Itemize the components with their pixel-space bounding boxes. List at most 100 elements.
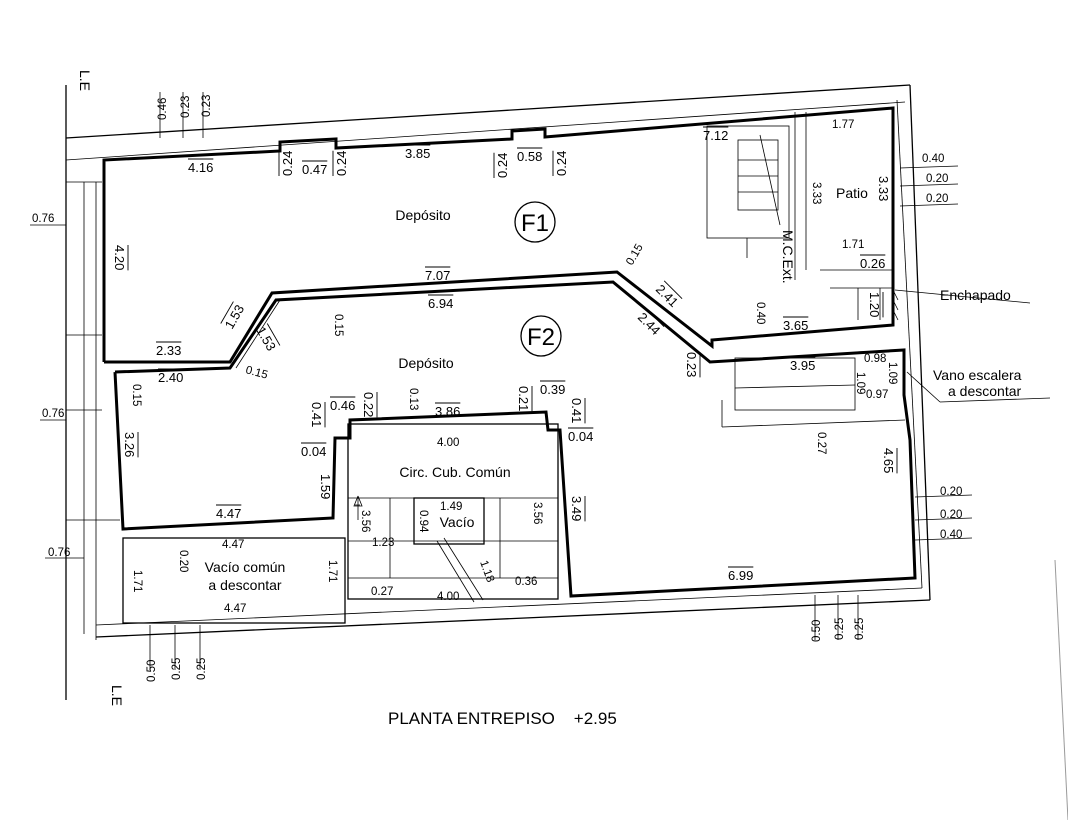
dim-label: 3.95 <box>790 358 815 373</box>
dim-label: 0.40 <box>940 529 962 541</box>
unit-f2-tag: F2 <box>527 324 555 351</box>
leader-lines <box>30 92 1068 820</box>
dim-label: 6.99 <box>728 568 753 583</box>
dim-label: 0.04 <box>568 429 593 444</box>
dim-label: 0.94 <box>417 510 429 533</box>
dim-label: 0.50 <box>146 660 158 682</box>
dim-label: 0.98 <box>864 353 886 365</box>
stair-patio-block <box>706 112 899 321</box>
dim-label: 4.20 <box>112 245 127 270</box>
dim-label: 3.56 <box>531 502 543 524</box>
dim-label: 1.53 <box>222 302 248 331</box>
vacio-label: Vacío <box>440 514 475 530</box>
dim-label: 0.23 <box>201 95 213 117</box>
mc-ext-label: M.C.Ext. <box>780 230 796 284</box>
dim-label: 0.20 <box>926 193 948 205</box>
dim-label: 1.23 <box>372 537 394 549</box>
dim-label: 0.22 <box>361 392 376 417</box>
dim-label: 0.20 <box>940 486 962 498</box>
dim-label: 0.20 <box>926 173 948 185</box>
dim-label: 0.23 <box>684 352 699 377</box>
dim-overline <box>220 301 234 324</box>
dim-label: 0.21 <box>516 386 531 411</box>
unit-f2-room-label: Depósito <box>398 355 453 371</box>
common-areas <box>122 423 559 624</box>
vacio-comun-label-2: a descontar <box>208 577 281 593</box>
dim-label: 0.04 <box>301 444 326 459</box>
dim-label: 0.25 <box>171 658 183 680</box>
dim-label: 4.00 <box>437 437 459 449</box>
dim-label: 0.25 <box>196 658 208 680</box>
dim-label: 2.44 <box>635 310 664 339</box>
dim-label: 4.47 <box>224 603 246 615</box>
dim-label: 3.33 <box>876 176 891 201</box>
unit-f1-tag-circle <box>514 201 556 243</box>
lot-boundary <box>65 84 931 700</box>
dim-label: 4.47 <box>216 506 241 521</box>
dim-overline <box>266 323 281 346</box>
dim-label: 1.49 <box>440 501 462 513</box>
dim-label: 3.49 <box>569 496 584 521</box>
dim-label: 0.40 <box>922 153 944 165</box>
unit-f1-room-label: Depósito <box>395 207 450 223</box>
stair-void-block <box>721 349 906 428</box>
dim-label: 0.76 <box>32 213 54 225</box>
dim-label: 0.27 <box>815 432 827 454</box>
dim-label: 0.23 <box>180 96 192 118</box>
dim-label: 0.24 <box>280 151 295 176</box>
dim-label: 4.16 <box>188 160 213 175</box>
dim-label: 1.09 <box>854 372 866 394</box>
dim-label: 0.15 <box>244 364 269 381</box>
dim-label: 0.41 <box>309 402 324 427</box>
dim-label: 2.41 <box>653 282 682 311</box>
property-line-label-bottom: L.E <box>109 685 125 706</box>
dim-label: 1.71 <box>131 570 143 592</box>
dim-overline <box>645 308 665 328</box>
dim-label: 0.58 <box>517 149 542 164</box>
dim-label: 0.25 <box>834 618 846 640</box>
dim-label: 3.26 <box>122 432 137 457</box>
patio-label: Patio <box>836 185 868 201</box>
circ-comun-label: Circ. Cub. Común <box>399 464 510 480</box>
dim-label: 0.20 <box>940 509 962 521</box>
dim-label: 0.15 <box>624 242 646 267</box>
dim-label: 4.00 <box>437 591 459 603</box>
dim-label: 1.71 <box>326 560 338 582</box>
dim-label: 0.15 <box>332 314 344 336</box>
unit-f2-tag-circle <box>520 315 562 357</box>
unit-f2-walls <box>113 280 917 598</box>
dim-label: 0.36 <box>515 576 537 588</box>
dim-label: 0.24 <box>554 151 569 176</box>
dim-label: 0.76 <box>48 547 70 559</box>
dim-label: 0.41 <box>569 398 584 423</box>
dim-label: 3.85 <box>405 146 430 161</box>
dim-overline <box>663 280 683 300</box>
dim-label: 7.07 <box>425 268 450 283</box>
dim-label: 0.76 <box>42 408 64 420</box>
dim-label: 7.12 <box>703 128 728 143</box>
dim-label: 3.86 <box>435 404 460 419</box>
vano-escalera-label-2: a descontar <box>948 383 1021 399</box>
dim-label: 0.46 <box>330 398 355 413</box>
dim-label: 0.20 <box>177 550 189 572</box>
dim-label: 0.27 <box>371 586 393 598</box>
dim-label: 0.26 <box>860 256 885 271</box>
plan-title: PLANTA ENTREPISO +2.95 <box>388 709 617 728</box>
dim-label: 3.65 <box>783 318 808 333</box>
dim-label: 0.39 <box>540 382 565 397</box>
dim-label: 0.25 <box>854 618 866 640</box>
dim-label: 2.40 <box>158 370 183 385</box>
enchapado-label: Enchapado <box>940 287 1011 303</box>
dim-label: 1.53 <box>253 324 279 353</box>
dim-label: 1.20 <box>867 292 882 317</box>
dim-label: 0.50 <box>811 620 823 642</box>
dim-label: 2.33 <box>156 343 181 358</box>
dim-label: 0.46 <box>157 98 169 120</box>
dim-label: 0.13 <box>407 388 419 410</box>
unit-f1-tag: F1 <box>521 210 549 237</box>
dim-label: 0.24 <box>334 151 349 176</box>
property-line-label-top: L.E <box>77 70 93 91</box>
unit-f1-walls <box>102 106 895 364</box>
vacio-comun-label-1: Vacío común <box>205 559 286 575</box>
